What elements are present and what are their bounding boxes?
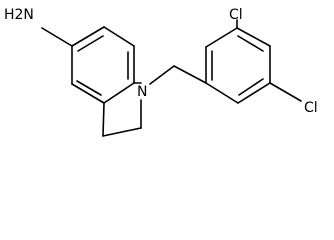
bond bbox=[173, 65, 207, 84]
double-bond-inner bbox=[77, 35, 104, 52]
structure-diagram: H2N N Cl Cl bbox=[4, 7, 318, 137]
nitrogen-label: N bbox=[137, 84, 147, 100]
bond bbox=[103, 82, 135, 104]
amine-label: H2N bbox=[4, 7, 34, 23]
indoline-benzene-ring bbox=[71, 26, 135, 104]
chlorine-right-label: Cl bbox=[304, 100, 318, 116]
bond bbox=[205, 27, 238, 48]
chlorine-right-bond bbox=[269, 82, 302, 102]
bond bbox=[102, 102, 105, 137]
double-bond-inner bbox=[237, 35, 264, 52]
chlorine-top-label: Cl bbox=[229, 7, 243, 23]
bond bbox=[237, 82, 271, 104]
pyrrolidine-ring bbox=[102, 82, 142, 137]
double-bond-inner bbox=[238, 78, 264, 96]
bond bbox=[236, 27, 271, 47]
bond bbox=[71, 26, 105, 47]
bond bbox=[149, 65, 175, 85]
dichlorophenyl-ring bbox=[205, 27, 271, 104]
bond bbox=[103, 26, 135, 47]
amine-bond bbox=[41, 27, 73, 47]
double-bond-inner bbox=[76, 80, 102, 96]
benzyl-linker bbox=[149, 65, 207, 85]
bond bbox=[102, 127, 142, 137]
bond bbox=[71, 83, 105, 104]
bond bbox=[205, 82, 239, 104]
